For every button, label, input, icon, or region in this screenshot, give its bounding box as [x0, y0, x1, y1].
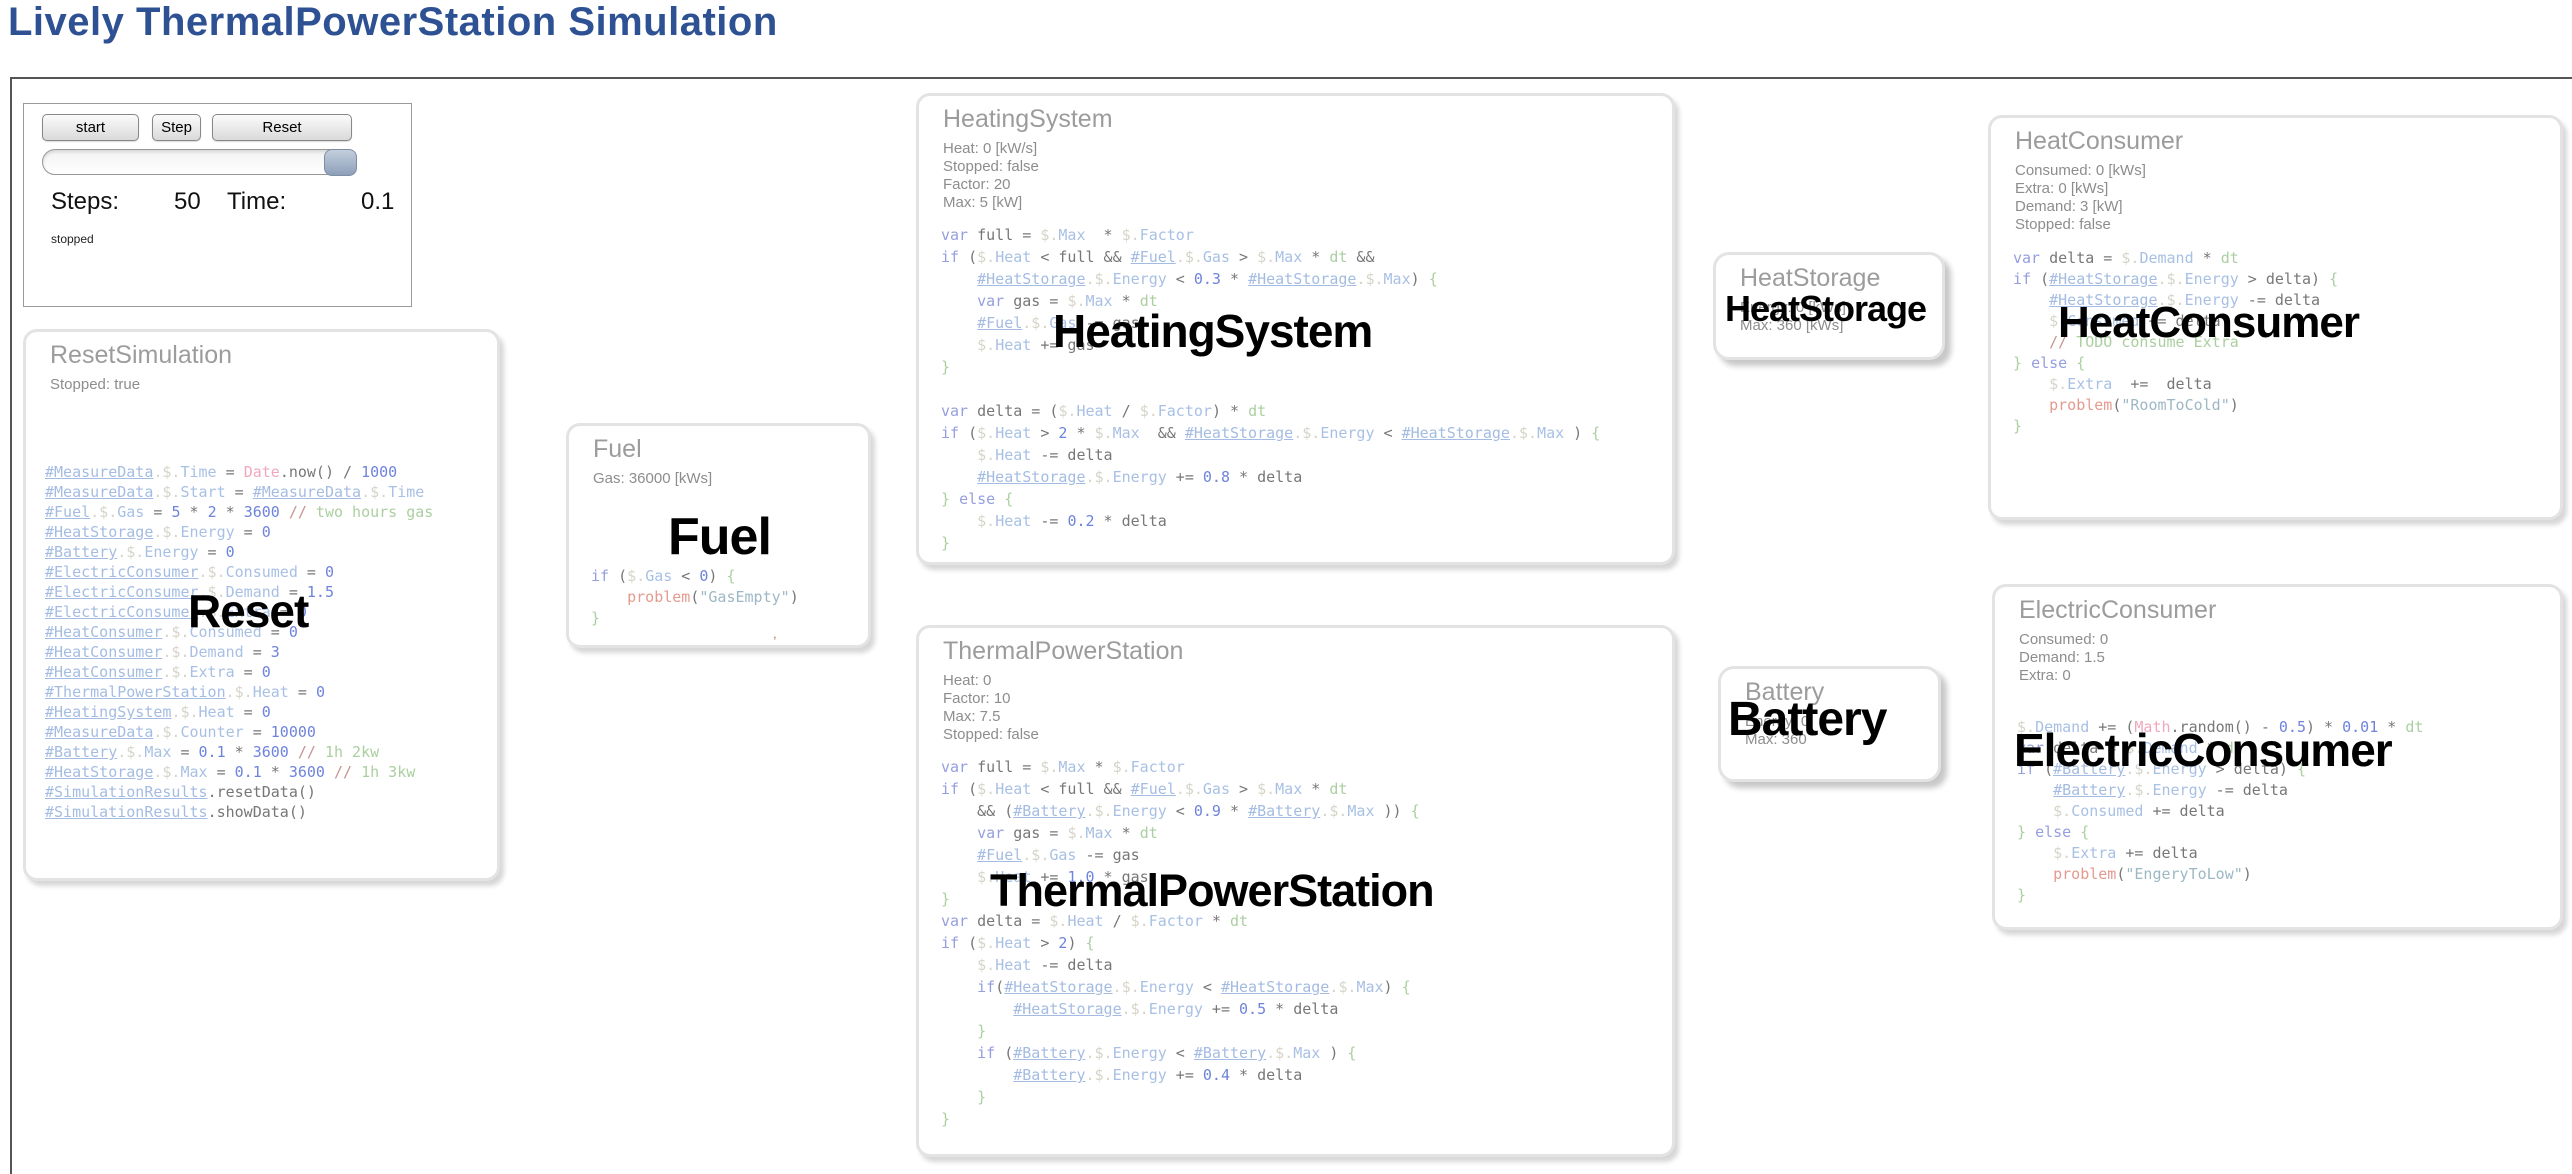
- panel-title: HeatStorage: [1740, 264, 1881, 292]
- panel-fuel[interactable]: Fuel Gas: 36000 [kWs] if ($.Gas < 0) { p…: [566, 423, 871, 648]
- panel-heat-storage[interactable]: HeatStorage Energy: 0 [kWs]Max: 360 [kWs…: [1713, 252, 1945, 360]
- speed-slider[interactable]: [42, 149, 357, 176]
- panel-title: ThermalPowerStation: [943, 637, 1184, 665]
- panel-stats: Consumed: 0 [kWs]Extra: 0 [kWs]Demand: 3…: [2015, 162, 2146, 233]
- step-button[interactable]: Step: [152, 114, 201, 141]
- overlay-label-reset: Reset: [188, 585, 309, 637]
- steps-time-row: Steps: 50 Time: 0.1: [24, 188, 411, 218]
- panel-code[interactable]: if ($.Gas < 0) { problem("GasEmpty")}: [591, 567, 799, 627]
- panel-title: HeatingSystem: [943, 105, 1113, 133]
- control-button-row: start Step Reset: [42, 114, 352, 141]
- overlay-label-heat-storage: HeatStorage: [1725, 288, 1927, 329]
- panel-title: HeatConsumer: [2015, 127, 2184, 155]
- overlay-label-fuel: Fuel: [668, 508, 772, 566]
- time-value: 0.1: [361, 188, 395, 215]
- stray-mark: ,: [773, 626, 777, 641]
- panel-heat-consumer[interactable]: HeatConsumer Consumed: 0 [kWs]Extra: 0 […: [1988, 115, 2563, 520]
- start-button[interactable]: start: [42, 114, 139, 141]
- panel-title: Fuel: [593, 435, 642, 463]
- status-text: stopped: [51, 232, 94, 246]
- overlay-label-heat-consumer: HeatConsumer: [2058, 298, 2360, 347]
- simulation-control-panel[interactable]: start Step Reset Steps: 50 Time: 0.1 sto…: [23, 103, 412, 307]
- panel-reset-simulation[interactable]: ResetSimulation Stopped: true #MeasureDa…: [23, 329, 500, 881]
- panel-title: ElectricConsumer: [2019, 596, 2217, 624]
- overlay-label-thermal-power-station: ThermalPowerStation: [990, 865, 1435, 916]
- panel-code[interactable]: #MeasureData.$.Time = Date.now() / 1000#…: [45, 463, 434, 821]
- page-title: Lively ThermalPowerStation Simulation: [8, 0, 778, 44]
- panel-code[interactable]: $.Demand += (Math.random() - 0.5) * 0.01…: [2017, 718, 2424, 904]
- steps-value: 50: [174, 188, 201, 215]
- steps-label: Steps:: [51, 188, 120, 215]
- time-label: Time:: [227, 188, 287, 215]
- panel-stats: Stopped: true: [50, 376, 141, 393]
- panel-title: Battery: [1745, 678, 1825, 706]
- reset-button[interactable]: Reset: [212, 114, 352, 141]
- overlay-label-heating-system: HeatingSystem: [1053, 305, 1373, 357]
- slider-handle[interactable]: [324, 149, 357, 176]
- panel-stats: Gas: 36000 [kWs]: [593, 470, 713, 487]
- overlay-label-electric-consumer: ElectricConsumer: [2014, 724, 2393, 776]
- overlay-label-battery: Battery: [1728, 693, 1887, 746]
- workspace: start Step Reset Steps: 50 Time: 0.1 sto…: [10, 77, 2572, 1174]
- panel-title: ResetSimulation: [50, 341, 233, 369]
- panel-stats: Energy: 0 [kWs]Max: 360 [kWs]: [1740, 299, 1846, 334]
- panel-heating-system[interactable]: HeatingSystem Heat: 0 [kW/s]Stopped: fal…: [916, 93, 1675, 565]
